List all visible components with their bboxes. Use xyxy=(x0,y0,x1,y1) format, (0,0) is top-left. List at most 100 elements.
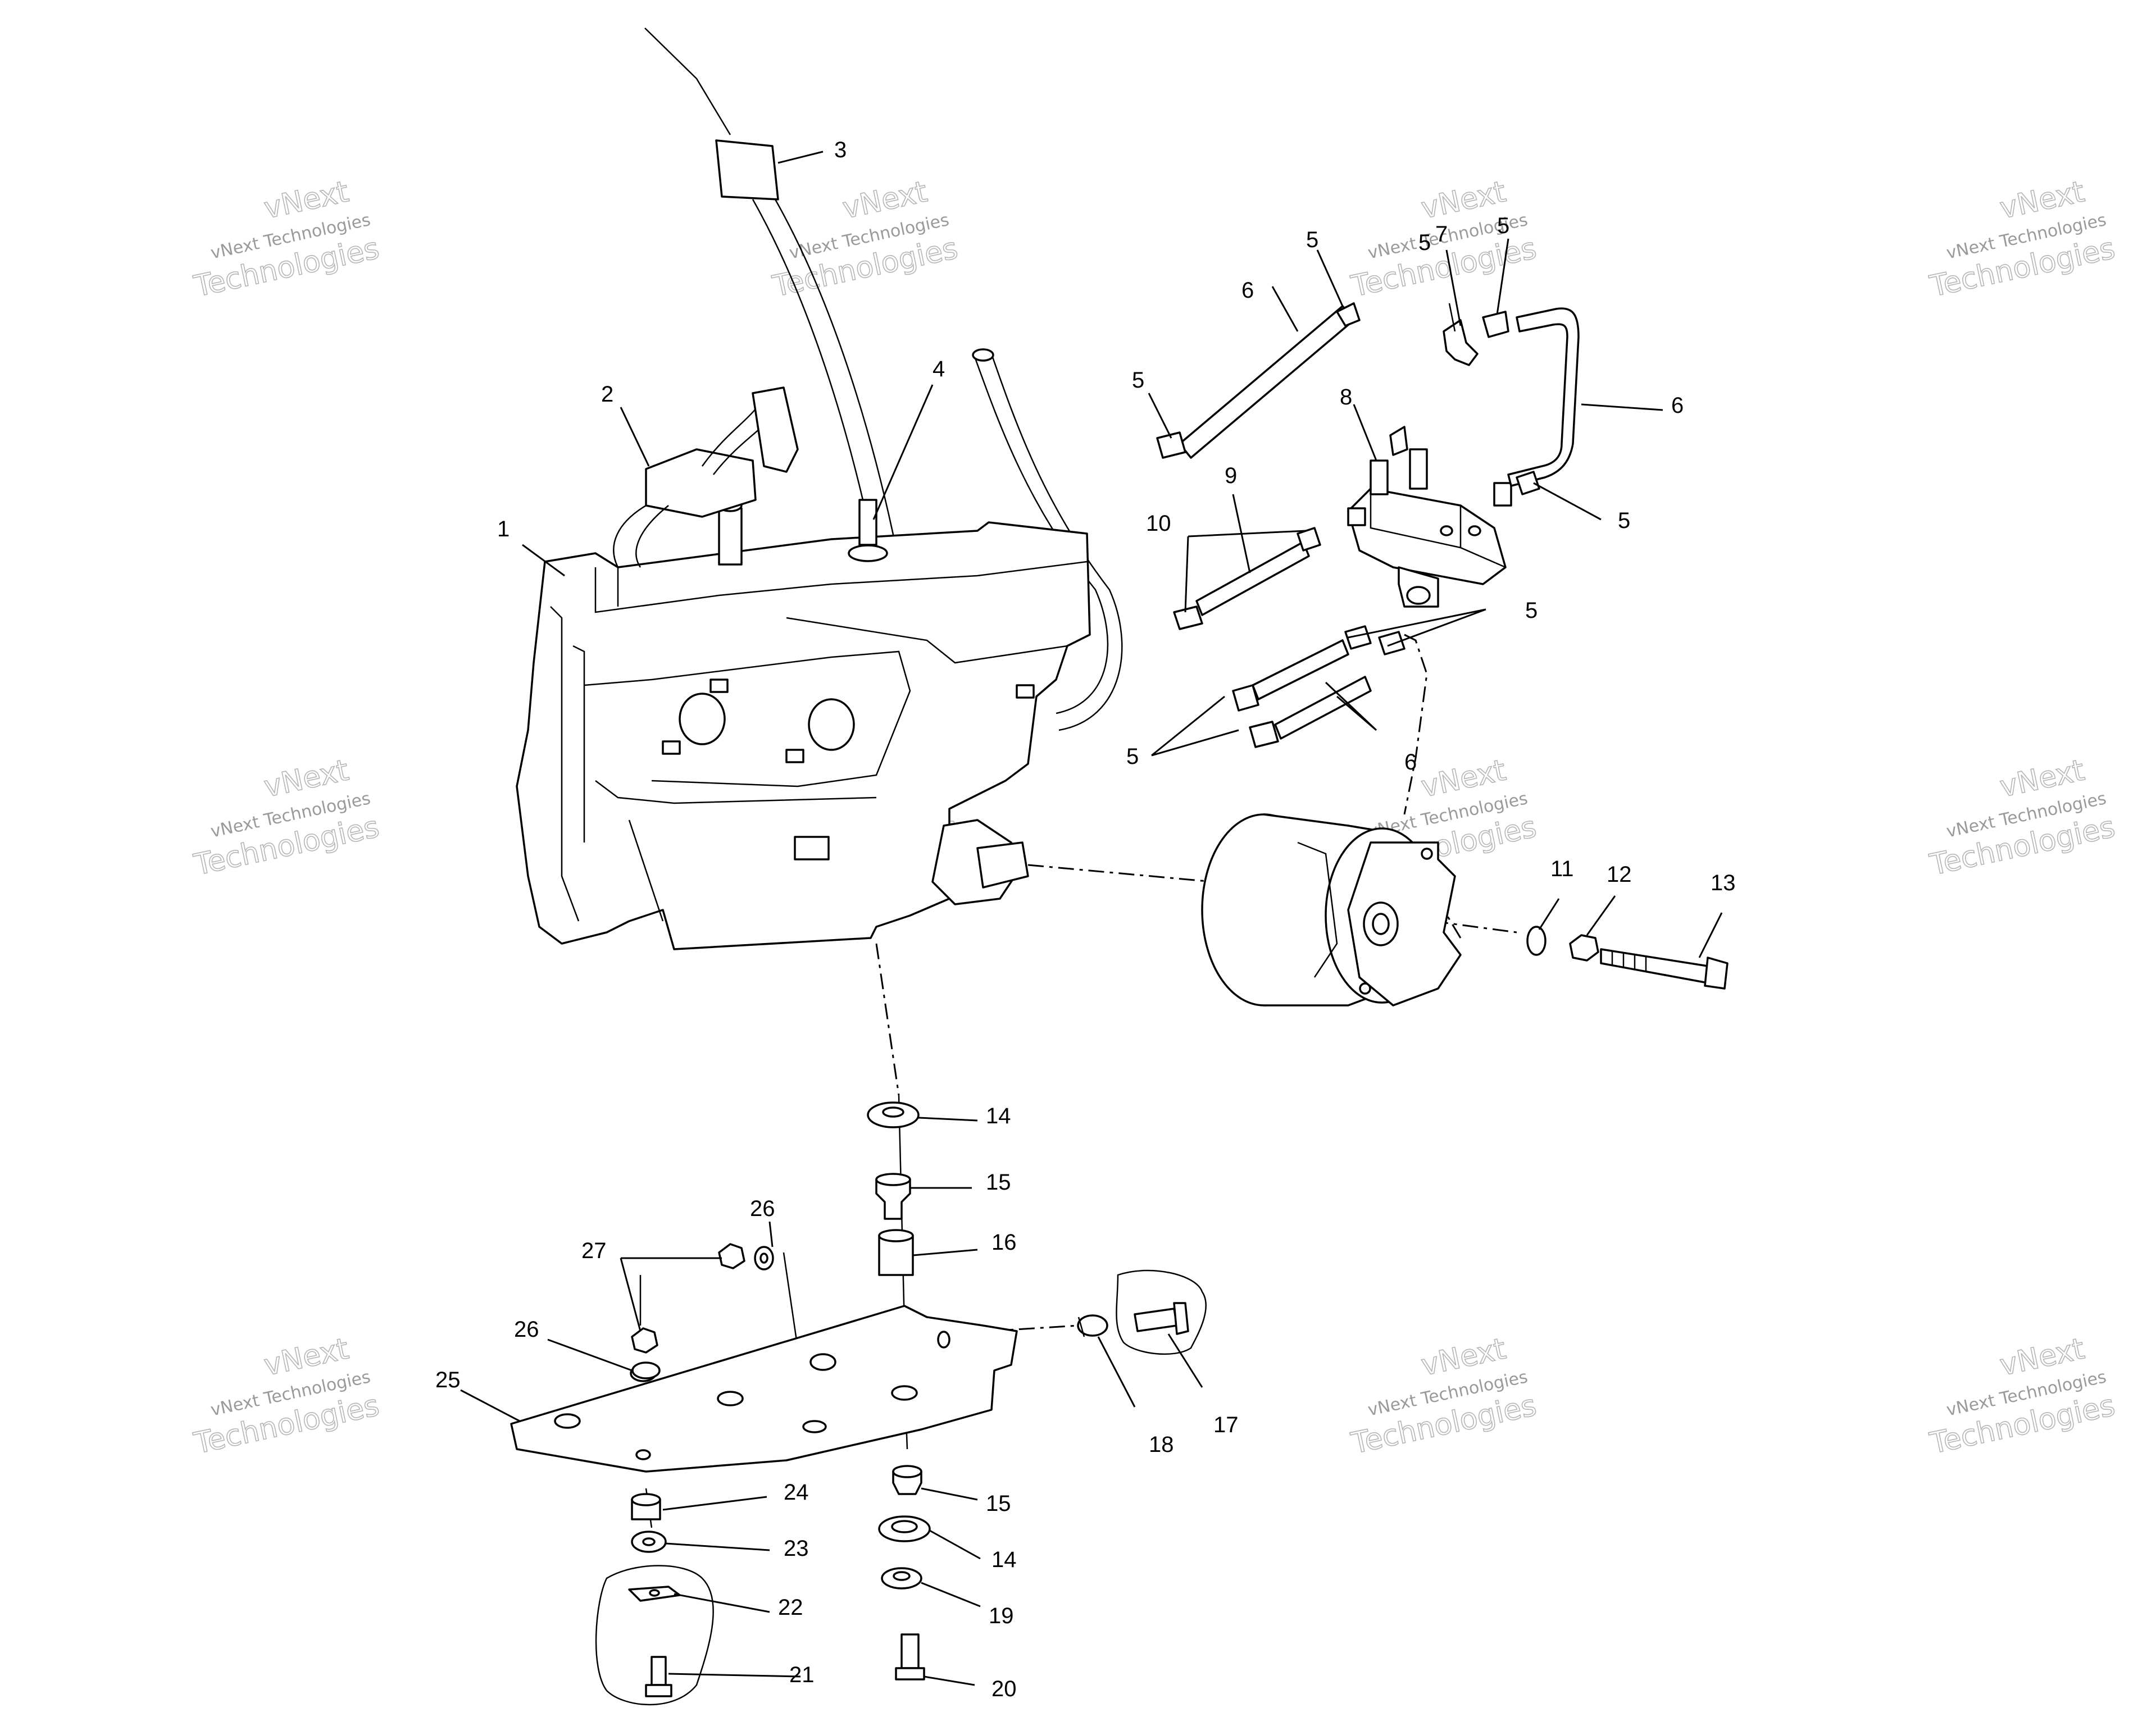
plate-hole xyxy=(937,1331,950,1349)
part-label-5: 5 xyxy=(1306,227,1318,252)
engine-mount-plate xyxy=(510,1305,1018,1473)
plate-hole xyxy=(809,1353,836,1371)
hose-clamp xyxy=(1516,471,1540,495)
watermark-group: vNext vNext Technologies Technologies vN… xyxy=(190,175,2118,1461)
clutch-washer xyxy=(1526,926,1547,956)
pump-side-nipple xyxy=(1493,482,1512,507)
part-label-5: 5 xyxy=(1618,508,1630,533)
pump-nipple xyxy=(1409,448,1428,490)
fuel-hose-9 xyxy=(1195,541,1310,616)
stud xyxy=(662,740,681,755)
part-label-18: 18 xyxy=(1149,1432,1174,1457)
part-label-7: 7 xyxy=(1435,222,1448,247)
part-label-9: 9 xyxy=(1225,463,1237,488)
pump-side-nipple xyxy=(1347,507,1366,526)
engine-port xyxy=(679,693,726,745)
lower-callout-outline xyxy=(595,1565,714,1706)
hose-clamp xyxy=(1482,311,1509,338)
pump-nipple xyxy=(1370,459,1389,495)
fuel-hose-lower xyxy=(1274,676,1372,740)
stud xyxy=(785,749,804,763)
fuel-pump-edge xyxy=(1370,489,1506,568)
lock-plate-hole xyxy=(649,1589,660,1597)
part-label-20: 20 xyxy=(991,1677,1017,1701)
part-label-6: 6 xyxy=(1404,750,1417,775)
hose-clamp xyxy=(1297,527,1321,552)
fuel-line-end xyxy=(972,348,994,362)
part-label-15: 15 xyxy=(986,1491,1011,1516)
bolt-callout-outline xyxy=(1116,1269,1207,1355)
watermark: vNext vNext Technologies Technologies xyxy=(769,175,961,304)
mount-hardware xyxy=(595,1101,1207,1706)
spark-plug xyxy=(718,507,743,566)
washer-bore xyxy=(891,1520,918,1533)
bolt-shank xyxy=(1600,948,1709,984)
engine-block xyxy=(516,28,1123,950)
side-bolt-head xyxy=(1173,1302,1189,1335)
washer-bore xyxy=(759,1253,768,1264)
part-label-22: 22 xyxy=(778,1595,803,1620)
part-label-5: 5 xyxy=(1126,744,1139,769)
hose-clamp xyxy=(1249,721,1279,748)
washer-bore xyxy=(882,1106,904,1118)
pump-fitting xyxy=(1389,426,1408,456)
drive-clutch xyxy=(1201,813,1462,1007)
flat-washer xyxy=(631,1361,661,1379)
engine-port xyxy=(808,698,855,751)
plate-hole xyxy=(891,1385,918,1401)
part-label-25: 25 xyxy=(435,1368,461,1392)
cover-detail xyxy=(550,606,585,922)
stud xyxy=(1016,684,1035,699)
mount-bolt-shank xyxy=(900,1633,920,1669)
pump-screw xyxy=(1468,525,1481,536)
washer-bore xyxy=(642,1537,656,1546)
lock-nut xyxy=(631,1327,658,1354)
part-label-15: 15 xyxy=(986,1170,1011,1195)
fuel-tee xyxy=(1443,319,1479,366)
hose-clamp xyxy=(1156,431,1186,459)
side-spacer xyxy=(1077,1314,1108,1337)
plate-hole xyxy=(554,1413,581,1429)
watermark: vNext vNext Technologies Technologies xyxy=(1926,175,2118,304)
part-label-16: 16 xyxy=(991,1230,1017,1255)
watermark: vNext vNext Technologies Technologies xyxy=(190,753,383,883)
head-edge xyxy=(594,561,1088,613)
lock-nut xyxy=(718,1243,745,1269)
crank-axis xyxy=(1027,864,1214,883)
part-label-4: 4 xyxy=(933,357,945,381)
part-label-5: 5 xyxy=(1418,230,1431,255)
leader-lines xyxy=(460,151,1723,1686)
part-label-6: 6 xyxy=(1241,278,1254,303)
lower-bushing-top xyxy=(631,1493,661,1506)
bolt-head xyxy=(1704,957,1729,990)
mount-axis xyxy=(875,943,900,1096)
side-spacer-edge xyxy=(1077,1317,1085,1337)
part-label-13: 13 xyxy=(1711,871,1736,895)
part-label-5: 5 xyxy=(1132,368,1144,393)
mount-bolt-head xyxy=(895,1667,925,1681)
part-label-11: 11 xyxy=(1550,857,1574,881)
cable-junction xyxy=(715,139,779,201)
part-label-10: 10 xyxy=(1146,511,1171,536)
stud xyxy=(709,678,729,693)
clutch-bolt-hole xyxy=(1359,982,1371,995)
hose-clamp xyxy=(1173,605,1203,630)
fuel-pump xyxy=(1347,426,1512,608)
part-label-14: 14 xyxy=(986,1104,1011,1128)
bushing xyxy=(875,1178,911,1220)
watermark: vNext vNext Technologies Technologies xyxy=(1348,1332,1540,1461)
part-label-23: 23 xyxy=(784,1536,809,1561)
fuel-hose-straight xyxy=(1179,305,1355,459)
watermark: vNext vNext Technologies Technologies xyxy=(1926,1332,2118,1461)
watermark: vNext vNext Technologies Technologies xyxy=(190,1332,383,1461)
head-detail xyxy=(617,567,1068,664)
bushing-top xyxy=(892,1465,922,1478)
part-label-6: 6 xyxy=(1671,393,1684,418)
watermark: vNext vNext Technologies Technologies xyxy=(1926,753,2118,883)
ignition-wires xyxy=(613,393,782,568)
part-label-26: 26 xyxy=(750,1196,775,1221)
clutch-bolt xyxy=(1600,948,1729,990)
part-label-1: 1 xyxy=(497,517,510,541)
hose-clamp xyxy=(1344,625,1372,650)
plate-hole xyxy=(635,1449,651,1460)
